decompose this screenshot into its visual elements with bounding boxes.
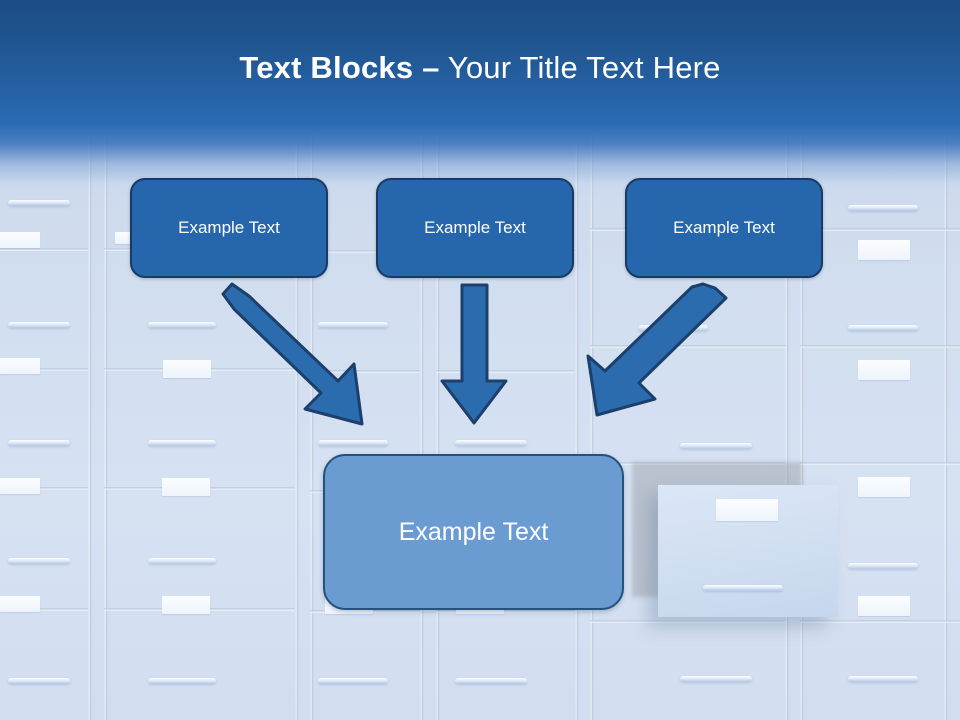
drawer-label-plate (115, 232, 133, 244)
page-title-light: Your Title Text Here (439, 50, 721, 85)
text-block-2[interactable]: Example Text (376, 178, 574, 278)
drawer-handle (148, 322, 216, 328)
text-block-1-label: Example Text (178, 218, 280, 237)
drawer-label-plate (858, 477, 910, 497)
drawer-label-plate (858, 240, 910, 260)
drawer-label-plate (0, 358, 40, 374)
drawer-handle (8, 440, 70, 446)
text-block-1[interactable]: Example Text (130, 178, 328, 278)
drawer-handle (848, 676, 918, 682)
drawer-handle (318, 440, 388, 446)
drawer-seam (800, 462, 960, 465)
text-block-3[interactable]: Example Text (625, 178, 823, 278)
drawer-seam (0, 487, 88, 490)
drawer-seam (590, 620, 785, 623)
drawer-seam (800, 620, 960, 623)
drawer-handle (848, 205, 918, 211)
drawer-label-plate (0, 232, 40, 248)
drawer-handle (318, 322, 388, 328)
cabinet-column-seam (436, 0, 440, 720)
drawer-label-plate (162, 478, 210, 496)
page-title-strong: Text Blocks – (239, 50, 440, 85)
open-drawer (658, 485, 838, 617)
drawer-seam (310, 250, 420, 253)
drawer-handle (680, 676, 752, 682)
text-block-result-label: Example Text (398, 517, 549, 546)
title-banner (0, 0, 960, 200)
drawer-label-plate (0, 478, 40, 494)
text-block-2-label: Example Text (424, 218, 526, 237)
drawer-seam (590, 345, 785, 348)
drawer-handle (680, 443, 752, 449)
drawer-handle (848, 563, 918, 569)
drawer-handle (8, 200, 70, 206)
drawer-handle (148, 440, 216, 446)
drawer-seam (310, 370, 420, 373)
cabinet-column-seam (420, 0, 424, 720)
cabinet-column-seam (88, 0, 92, 720)
cabinet-column-seam (944, 0, 948, 720)
text-block-result[interactable]: Example Text (323, 454, 624, 610)
drawer-label-plate (716, 499, 778, 521)
drawer-handle (638, 325, 708, 331)
cabinet-column-seam (575, 0, 579, 720)
drawer-seam (800, 345, 960, 348)
drawer-seam (0, 608, 88, 611)
drawer-label-plate (0, 596, 40, 612)
drawer-label-plate (858, 360, 910, 380)
drawer-handle (455, 440, 527, 446)
text-block-3-label: Example Text (673, 218, 775, 237)
drawer-handle (8, 558, 70, 564)
drawer-seam (436, 610, 575, 613)
cabinet-column-seam (785, 0, 789, 720)
drawer-handle (455, 678, 527, 684)
drawer-seam (0, 248, 88, 251)
drawer-seam (0, 368, 88, 371)
drawer-handle (703, 585, 783, 591)
cabinet-column-seam (800, 0, 804, 720)
drawer-seam (436, 370, 575, 373)
cabinet-column-seam (104, 0, 108, 720)
drawer-handle (318, 678, 388, 684)
drawer-handle (8, 322, 70, 328)
drawer-handle (148, 558, 216, 564)
drawer-handle (148, 678, 216, 684)
drawer-seam (590, 462, 785, 465)
drawer-label-plate (858, 596, 910, 616)
drawer-handle (848, 325, 918, 331)
drawer-label-plate (162, 596, 210, 614)
drawer-seam (800, 228, 960, 231)
drawer-label-plate (163, 360, 211, 378)
drawer-handle (8, 678, 70, 684)
page-title: Text Blocks – Your Title Text Here (0, 50, 960, 86)
